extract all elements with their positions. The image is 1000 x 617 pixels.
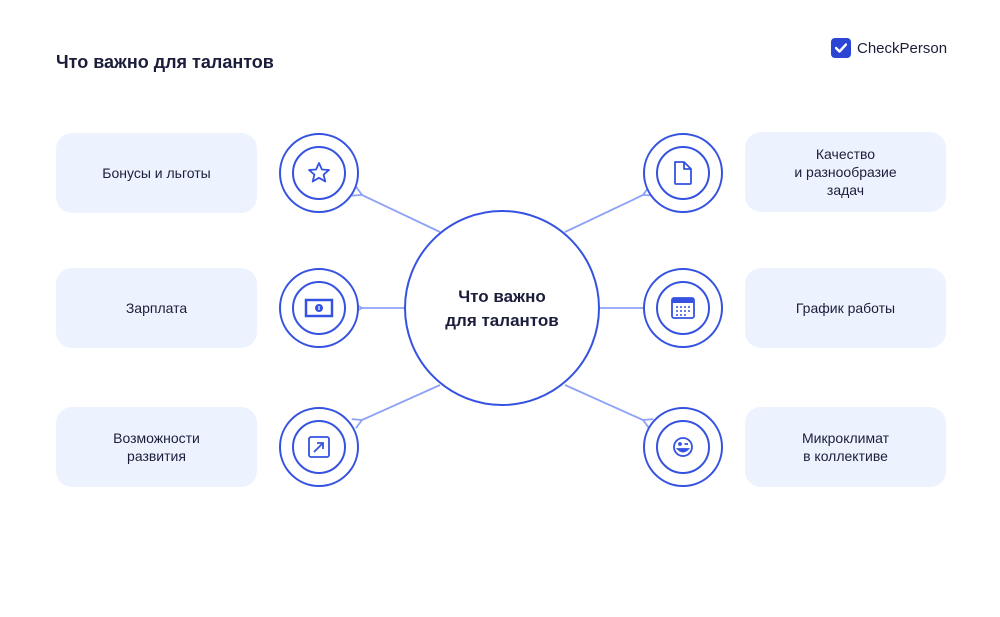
arrow-to-bonuses <box>362 195 441 233</box>
logo-text: CheckPerson <box>857 39 948 57</box>
card-climate: Микроклимат в коллективе <box>745 407 946 487</box>
check-icon <box>831 38 851 58</box>
center-circle <box>404 210 600 406</box>
card-salary: Зарплата <box>56 268 257 348</box>
card-growth: Возможности развития <box>56 407 257 487</box>
arrow-to-climate <box>564 384 643 420</box>
document-icon <box>674 161 692 185</box>
logo: CheckPerson <box>831 38 947 58</box>
arrow-to-growth <box>362 384 441 420</box>
center-label: Что важно для талантов <box>445 287 559 330</box>
page-title: Что важно для талантов <box>56 52 274 72</box>
arrow-to-tasks <box>564 195 643 233</box>
wink-smile-icon <box>673 437 693 457</box>
banknote-icon <box>304 298 334 318</box>
star-icon <box>308 162 330 183</box>
card-schedule: График работы <box>745 268 946 348</box>
card-bonuses: Бонусы и льготы <box>56 133 257 213</box>
card-tasks: Качество и разнообразие задач <box>745 132 946 212</box>
calendar-icon <box>671 297 695 319</box>
arrow-up-right-icon <box>308 436 330 458</box>
